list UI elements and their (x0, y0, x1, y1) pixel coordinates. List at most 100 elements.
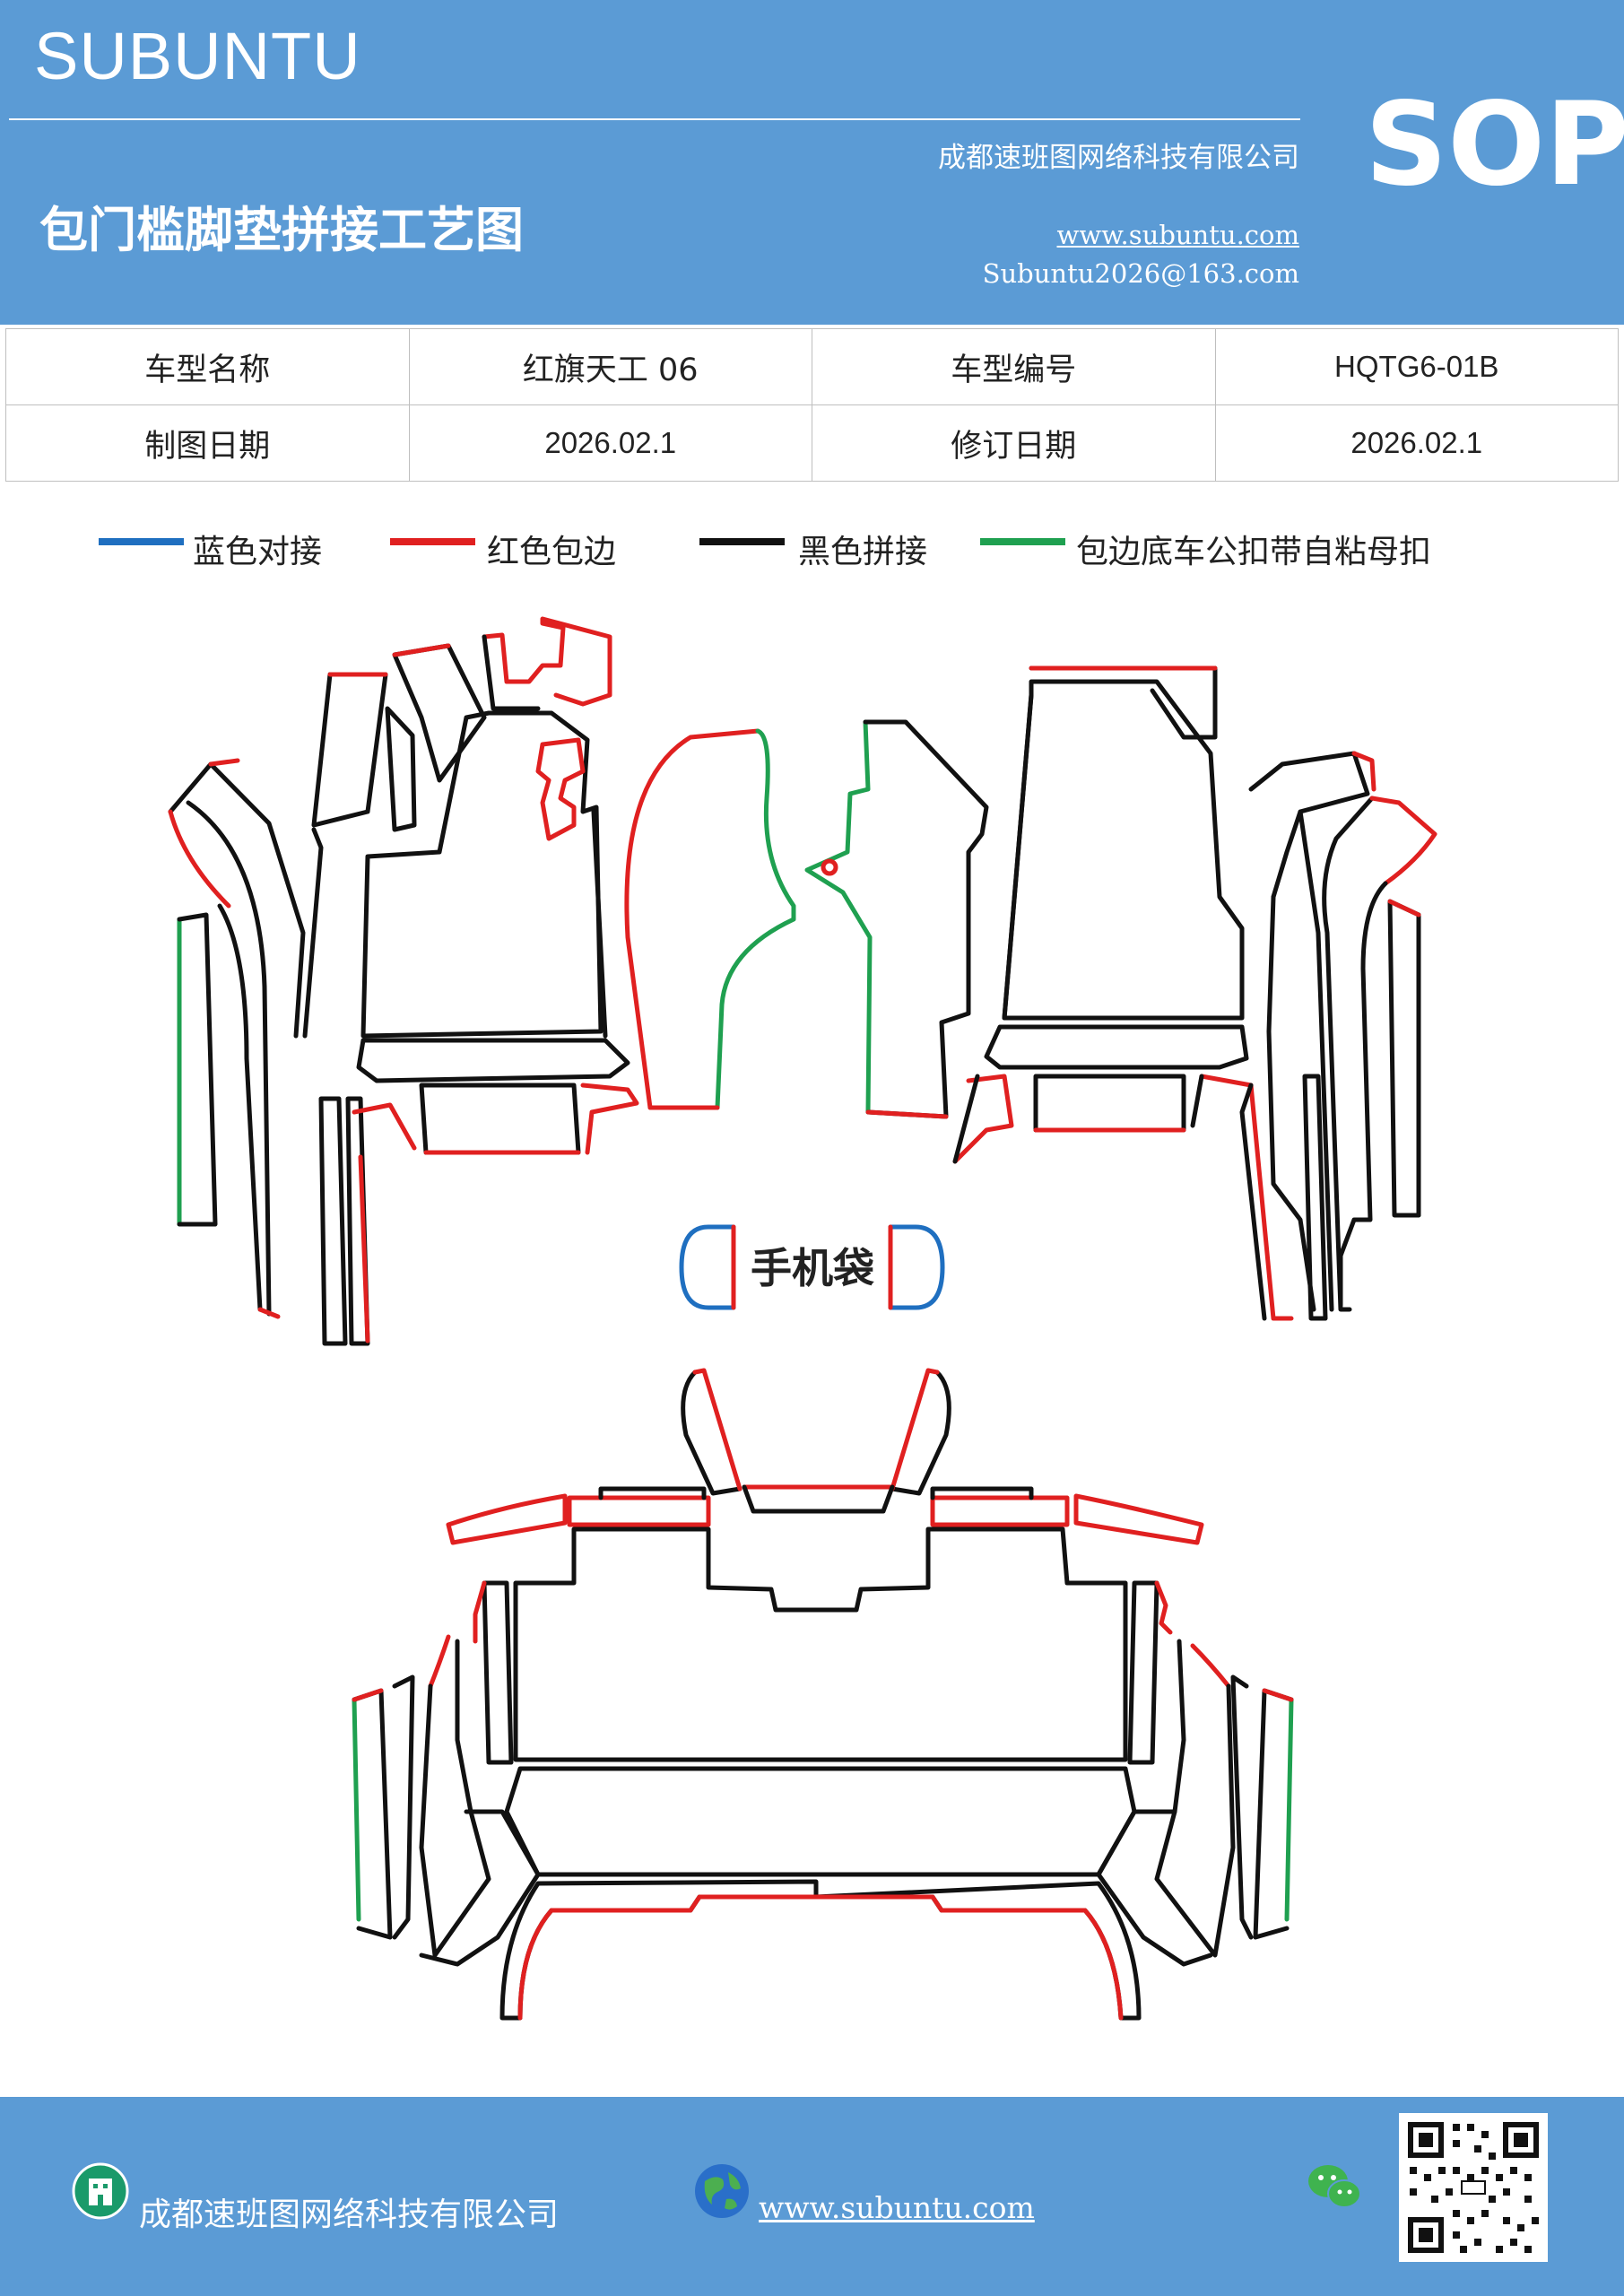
table-row: 制图日期 2026.02.1 修订日期 2026.02.1 (5, 404, 1619, 482)
mat-piece (352, 1102, 417, 1151)
mat-piece (1002, 679, 1245, 1021)
mat-piece (742, 1484, 895, 1514)
mat-piece (302, 827, 324, 1039)
floor-mat-diagram: 手机袋 (168, 616, 1437, 2021)
mat-piece (1266, 894, 1316, 1312)
mat-piece (890, 1370, 951, 1496)
mat-piece (715, 728, 796, 1110)
mat-piece (1369, 796, 1437, 886)
legend-swatch-black (699, 538, 785, 545)
mat-piece (385, 706, 417, 832)
mat-piece (804, 719, 873, 1115)
legend-swatch-red (390, 538, 475, 545)
mat-piece (473, 1580, 487, 1644)
mat-piece (535, 737, 586, 841)
mat-piece (952, 1074, 1014, 1164)
mat-piece (591, 809, 608, 1039)
mat-piece (1033, 1074, 1186, 1133)
header-website-link[interactable]: www.subuntu.com (1056, 220, 1299, 250)
mat-piece (1029, 665, 1218, 740)
footer-website-link[interactable]: www.subuntu.com (759, 2190, 1035, 2225)
mat-piece (499, 1879, 1142, 2021)
mat-piece (345, 1096, 370, 1346)
building-icon (72, 2162, 129, 2223)
legend-label: 黑色拼接 (798, 534, 928, 570)
wechat-icon (1305, 2160, 1364, 2217)
footer-company: 成都速班图网络科技有限公司 (139, 2196, 560, 2233)
mat-piece (513, 1526, 1128, 1762)
header-company: 成都速班图网络科技有限公司 (938, 142, 1299, 174)
phone-bag-left-bracket (679, 1224, 736, 1310)
mat-piece (1190, 1643, 1231, 1689)
mat-piece (311, 672, 388, 828)
mat-piece (1338, 881, 1388, 1308)
mat-piece (419, 1639, 491, 1958)
table-row: 车型名称 红旗天工 06 车型编号 HQTG6-01B (5, 328, 1619, 405)
mat-piece (428, 1634, 451, 1689)
mat-piece (1190, 1074, 1204, 1128)
qr-code-icon (1399, 2113, 1548, 2262)
mat-piece (863, 719, 989, 1119)
mat-piece (504, 1766, 1137, 1877)
phone-bag-label: 手机袋 (751, 1244, 874, 1292)
mat-piece (177, 912, 218, 1227)
mat-piece (257, 1307, 281, 1319)
mat-piece (1096, 1809, 1213, 1967)
mat-piece (1302, 1074, 1328, 1321)
mat-piece (984, 1024, 1249, 1070)
mat-piece (446, 1493, 568, 1545)
mat-piece (1387, 899, 1421, 1218)
mat-piece (1322, 796, 1375, 1312)
mat-piece (1248, 751, 1370, 900)
header-banner: SUBUNTU 包门槛脚垫拼接工艺图 成都速班图网络科技有限公司 www.sub… (0, 0, 1624, 325)
sop-badge: SOP (1365, 78, 1624, 212)
mat-piece (419, 1083, 581, 1155)
legend-label: 包边底车公扣带自粘母扣 (1076, 534, 1432, 570)
mat-piece (930, 1486, 1034, 1500)
phone-bag-right-bracket (888, 1224, 945, 1310)
mat-piece (186, 800, 272, 1317)
mat-piece (208, 758, 240, 767)
mat-piece (168, 761, 306, 1039)
mat-piece (930, 1495, 1070, 1527)
header-email: Subuntu2026@163.com (982, 258, 1299, 289)
mat-hole (821, 858, 838, 876)
mat-piece (482, 634, 541, 711)
revise-date-value: 2026.02.1 (1214, 404, 1619, 482)
header-divider (9, 118, 1300, 120)
mat-piece (1127, 1580, 1159, 1765)
mat-piece (865, 1109, 949, 1119)
mat-piece (567, 1495, 711, 1527)
globe-icon (692, 2161, 751, 2224)
mat-piece (890, 1368, 940, 1492)
mat-piece (168, 809, 231, 909)
mat-piece (1298, 809, 1334, 1312)
phone-bag-group (679, 1224, 945, 1310)
mat-piece (1230, 1674, 1254, 1940)
mat-piece (1387, 899, 1421, 918)
mat-piece (1239, 1083, 1267, 1321)
mat-piece (1284, 1697, 1294, 1922)
mat-piece (318, 1096, 348, 1346)
mat-piece (482, 1580, 514, 1765)
brand-name: SUBUNTU (34, 19, 361, 93)
mat-piece (356, 1038, 630, 1083)
model-code-label: 车型编号 (812, 328, 1216, 405)
mat-piece (549, 1894, 1124, 2021)
mat-piece (1154, 1639, 1236, 1958)
info-table: 车型名称 红旗天工 06 车型编号 HQTG6-01B 制图日期 2026.02… (5, 328, 1619, 482)
model-name-value: 红旗天工 06 (408, 328, 812, 405)
footer-banner: 成都速班图网络科技有限公司 www.subuntu.com (0, 2097, 1624, 2296)
mat-piece (1351, 751, 1376, 792)
mat-piece (517, 1908, 554, 2021)
revise-date-label: 修订日期 (812, 404, 1216, 482)
mat-piece (1073, 1493, 1204, 1545)
legend-swatch-green (980, 538, 1065, 545)
mat-piece (358, 1154, 370, 1344)
mat-piece (392, 1674, 415, 1940)
mat-piece (482, 616, 612, 707)
rear-mat-group (352, 1368, 1294, 2021)
legend-label: 蓝色对接 (193, 534, 323, 570)
mat-piece (580, 1083, 639, 1155)
mat-piece (692, 1368, 743, 1492)
